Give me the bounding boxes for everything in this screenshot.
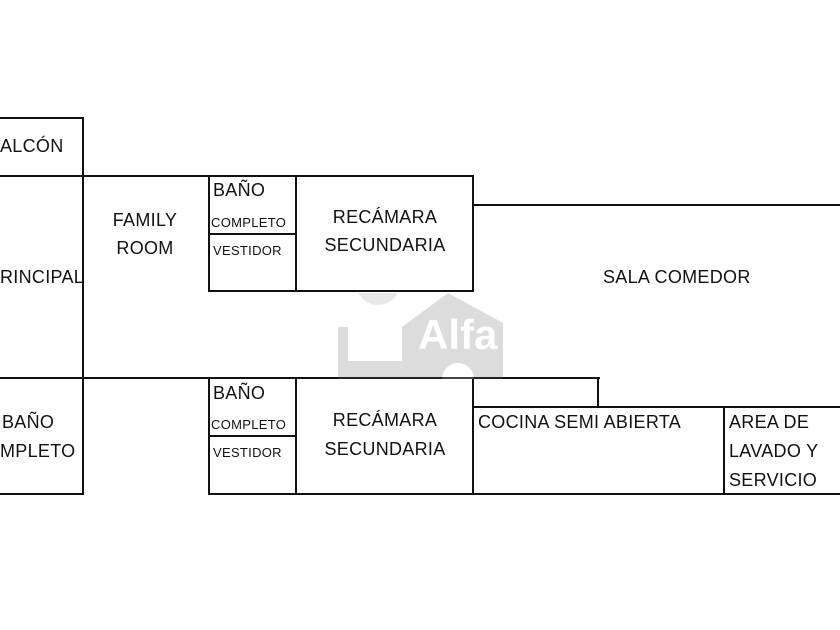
room-label-balcon: ALCÓN (0, 136, 64, 156)
room-label-completo: COMPLETO (211, 215, 287, 230)
room-label-bano-principal: BAÑO (2, 412, 55, 432)
wall (295, 377, 297, 495)
room-label-recamara-secundaria: RECÁMARA (332, 207, 438, 227)
room-label-vestidor: VESTIDOR (213, 445, 282, 460)
room-label-recamara-secundaria: SECUNDARIA (324, 439, 446, 459)
room-label-recamara-principal: RINCIPAL (0, 267, 85, 287)
wall (0, 175, 474, 177)
wall (0, 117, 84, 119)
wall (472, 175, 474, 292)
room-label-cocina: COCINA SEMI ABIERTA (478, 412, 682, 432)
wall (208, 493, 840, 495)
wall (472, 406, 840, 408)
room-label-family-room: ROOM (116, 238, 174, 258)
room-label-bano: BAÑO (213, 383, 266, 403)
wall (208, 435, 297, 437)
wall (472, 204, 840, 206)
wall (82, 117, 84, 495)
wall (0, 493, 84, 495)
room-label-bano: BAÑO (213, 180, 266, 200)
room-label-area-lavado: SERVICIO (729, 470, 818, 490)
room-label-recamara-secundaria: RECÁMARA (332, 410, 438, 430)
room-label-recamara-secundaria: SECUNDARIA (324, 235, 446, 255)
wall (0, 377, 600, 379)
wall (208, 290, 474, 292)
watermark-logo: Alfa (338, 261, 503, 395)
wall (295, 175, 297, 292)
room-label-bano-principal: MPLETO (0, 441, 76, 461)
wall (472, 377, 474, 495)
room-label-area-lavado: AREA DE (729, 412, 810, 432)
room-label-completo: COMPLETO (211, 417, 287, 432)
room-label-area-lavado: LAVADO Y (729, 441, 819, 461)
wall (597, 377, 599, 408)
wall (208, 233, 297, 235)
room-label-family-room: FAMILY (112, 210, 178, 230)
room-label-sala-comedor: SALA COMEDOR (603, 267, 751, 287)
wall (723, 406, 725, 495)
room-label-vestidor: VESTIDOR (213, 243, 282, 258)
